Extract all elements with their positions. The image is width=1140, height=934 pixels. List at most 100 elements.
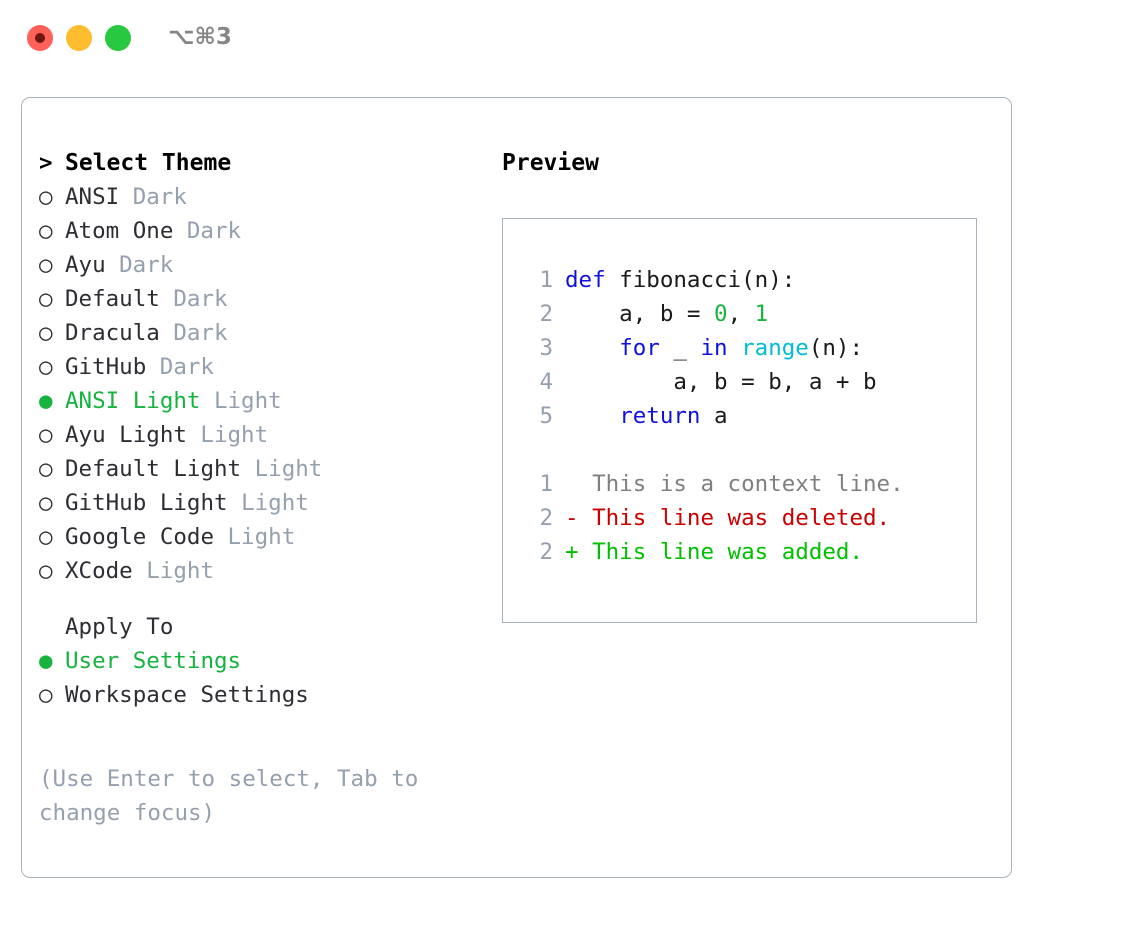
code-line-content: a, b = b, a + b — [565, 365, 876, 399]
code-line: 5 return a — [521, 399, 976, 433]
code-token-plain — [565, 403, 619, 429]
code-token-num: 0 — [714, 301, 728, 327]
code-diff-separator — [521, 433, 976, 467]
radio-unselected-icon: ○ — [39, 320, 53, 346]
diff-sign: - — [565, 505, 579, 531]
code-token-kw: def — [565, 267, 606, 293]
theme-option-label: XCode — [65, 558, 133, 584]
radio-unselected-icon: ○ — [39, 682, 53, 708]
maximize-button[interactable] — [105, 25, 131, 51]
diff-text: This line was added. — [578, 539, 864, 565]
apply-to-header: Apply To — [39, 610, 479, 644]
theme-option-ayu-light[interactable]: ○ Ayu Light Light — [39, 418, 479, 452]
theme-variant-badge: Light — [227, 524, 296, 550]
theme-variant-badge: Light — [213, 388, 282, 414]
theme-variant-badge: Dark — [132, 184, 187, 210]
code-token-plain: fibonacci(n): — [605, 267, 796, 293]
apply-to-option-workspace-settings[interactable]: ○ Workspace Settings — [39, 678, 479, 712]
diff-text: This is a context line. — [578, 471, 904, 497]
radio-selected-icon: ● — [39, 648, 53, 674]
diff-line-ctx: 1 This is a context line. — [521, 467, 976, 501]
theme-option-label: GitHub — [65, 354, 147, 380]
code-token-kw: for — [619, 335, 660, 361]
diff-line-content: + This line was added. — [565, 535, 863, 569]
theme-option-label: Ayu Light — [65, 422, 187, 448]
code-line: 2 a, b = 0, 1 — [521, 297, 976, 331]
apply-to-group: Apply To ● User Settings ○ Workspace Settin… — [39, 610, 479, 712]
apply-to-header-label: Apply To — [65, 614, 174, 640]
theme-variant-badge: Light — [254, 456, 323, 482]
theme-option-label: Atom One — [65, 218, 174, 244]
diff-sign — [565, 471, 579, 497]
select-theme-header: >Select Theme — [39, 146, 479, 180]
diff-sign: + — [565, 539, 579, 565]
code-line: 4 a, b = b, a + b — [521, 365, 976, 399]
code-token-plain: (n): — [808, 335, 864, 361]
code-token-kw: in — [700, 335, 728, 361]
theme-variant-badge: Light — [200, 422, 269, 448]
radio-unselected-icon: ○ — [39, 490, 53, 516]
line-number: 2 — [539, 301, 553, 327]
theme-option-label: Default — [65, 286, 160, 312]
theme-option-label: Default Light — [65, 456, 242, 482]
apply-to-option-user-settings[interactable]: ● User Settings — [39, 644, 479, 678]
apply-to-option-label: Workspace Settings — [65, 682, 309, 708]
radio-unselected-icon: ○ — [39, 184, 53, 210]
code-token-num: 1 — [754, 301, 769, 327]
apply-to-options: ● User Settings ○ Workspace Settings — [39, 644, 479, 712]
line-number: 3 — [539, 335, 553, 361]
code-line-content: for _ in range(n): — [565, 331, 863, 365]
close-button[interactable] — [27, 25, 53, 51]
line-number: 2 — [539, 539, 553, 565]
prompt-caret-icon: > — [39, 150, 53, 176]
radio-unselected-icon: ○ — [39, 252, 53, 278]
theme-variant-badge: Dark — [119, 252, 174, 278]
code-token-plain: a, b = — [565, 301, 715, 327]
theme-variant-badge: Dark — [186, 218, 242, 244]
traffic-lights — [27, 25, 131, 51]
diff-text: This line was deleted. — [578, 505, 891, 531]
radio-unselected-icon: ○ — [39, 218, 53, 244]
theme-option-xcode[interactable]: ○ XCode Light — [39, 554, 479, 588]
radio-unselected-icon: ○ — [39, 354, 53, 380]
code-token-kw: return — [619, 403, 701, 429]
theme-variant-badge: Light — [146, 558, 214, 584]
radio-unselected-icon: ○ — [39, 286, 53, 312]
radio-unselected-icon: ○ — [39, 558, 53, 584]
diff-sample: 1 This is a context line.2- This line wa… — [521, 467, 976, 569]
diff-line-content: This is a context line. — [565, 467, 904, 501]
theme-variant-badge: Dark — [173, 286, 228, 312]
apply-to-option-label: User Settings — [65, 648, 242, 674]
preview-title: Preview — [502, 150, 599, 176]
theme-option-default[interactable]: ○ Default Dark — [39, 282, 479, 316]
radio-unselected-icon: ○ — [39, 422, 53, 448]
theme-option-default-light[interactable]: ○ Default Light Light — [39, 452, 479, 486]
radio-unselected-icon: ○ — [39, 456, 53, 482]
line-number: 4 — [539, 369, 553, 395]
code-token-plain: , — [727, 301, 755, 327]
code-token-plain: _ — [659, 335, 701, 361]
minimize-button[interactable] — [66, 25, 92, 51]
line-number: 5 — [539, 403, 553, 429]
theme-option-atom-one[interactable]: ○ Atom One Dark — [39, 214, 479, 248]
code-line: 3 for _ in range(n): — [521, 331, 976, 365]
help-hint-text: (Use Enter to select, Tab to change focu… — [39, 766, 432, 826]
code-token-plain — [565, 335, 619, 361]
theme-variant-badge: Dark — [173, 320, 228, 346]
code-line-content: def fibonacci(n): — [565, 263, 795, 297]
line-number: 1 — [539, 471, 553, 497]
theme-option-label: Google Code — [65, 524, 215, 550]
diff-line-del: 2- This line was deleted. — [521, 501, 976, 535]
code-token-plain: a — [700, 403, 728, 429]
